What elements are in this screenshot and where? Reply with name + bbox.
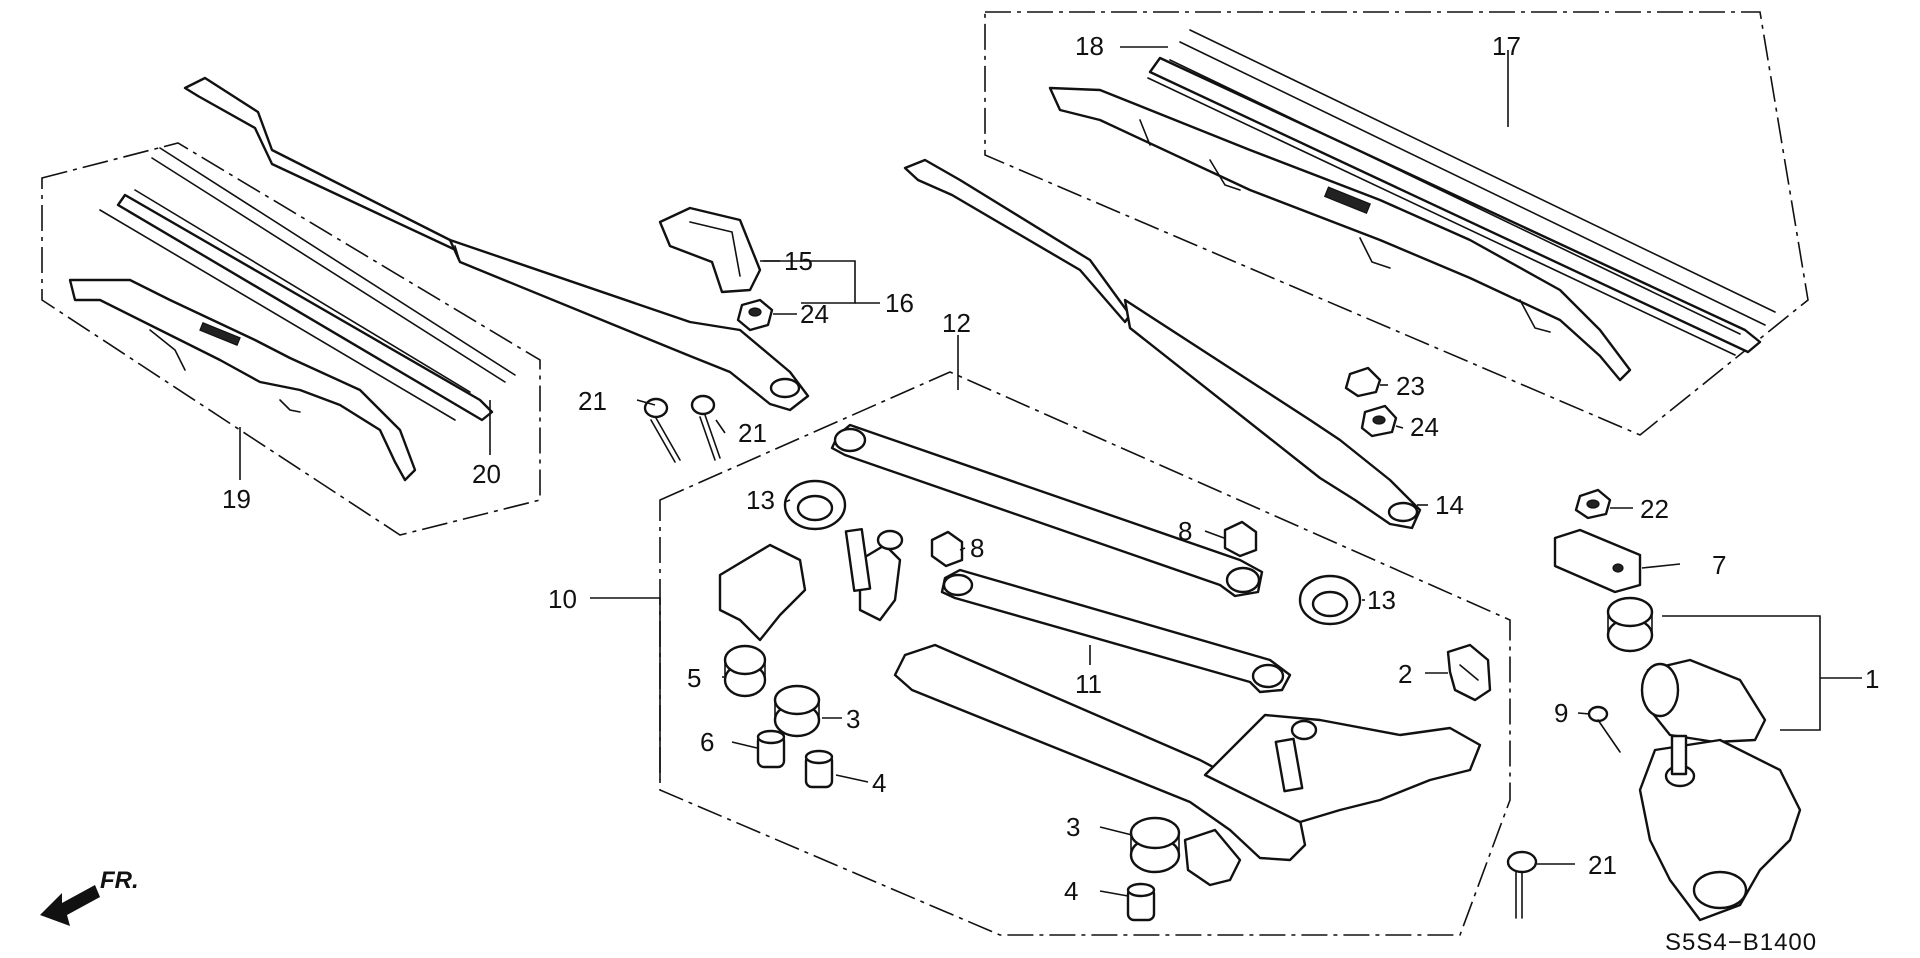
callout-4-right: 4 <box>1064 876 1078 906</box>
callout-24-left: 24 <box>800 299 829 329</box>
callout-14: 14 <box>1435 490 1464 520</box>
bracket-7 <box>1553 528 1642 594</box>
left-wiper-arm <box>183 76 810 412</box>
callout-2: 2 <box>1398 659 1412 689</box>
motor-grommet <box>1606 596 1654 653</box>
leader-lines <box>239 46 1862 897</box>
callout-13-left: 13 <box>746 485 775 515</box>
callout-6: 6 <box>700 727 714 757</box>
collar-6 <box>756 729 786 769</box>
callout-18: 18 <box>1075 31 1104 61</box>
grommet-13-left <box>783 479 847 531</box>
right-wiper-blade <box>1048 29 1776 382</box>
callouts: 1 2 3 3 4 4 5 6 7 8 8 9 10 11 12 13 13 1… <box>222 31 1879 906</box>
cushion-2 <box>1446 643 1492 702</box>
left-blade-group-outline <box>41 142 541 536</box>
linkage-group-outline <box>659 371 1511 936</box>
group-outlines <box>41 11 1809 936</box>
callout-15: 15 <box>784 246 813 276</box>
callout-17: 17 <box>1492 31 1521 61</box>
callout-4-left: 4 <box>872 768 886 798</box>
callout-16: 16 <box>885 288 914 318</box>
callout-7: 7 <box>1712 550 1726 580</box>
bushing-3-left <box>773 684 821 738</box>
callout-8-right: 8 <box>1178 516 1192 546</box>
nut-8-left <box>930 530 964 568</box>
link-rod-12 <box>830 423 1264 598</box>
left-wiper-blade <box>68 147 516 482</box>
bushing-3-right <box>1129 816 1181 874</box>
callout-8-left: 8 <box>970 533 984 563</box>
front-direction-label: FR. <box>100 867 139 894</box>
bushing-5 <box>723 644 767 698</box>
callout-22: 22 <box>1640 494 1669 524</box>
right-blade-group-outline <box>984 11 1809 436</box>
callout-12: 12 <box>942 308 971 338</box>
callout-21-c: 21 <box>1588 850 1617 880</box>
link-rod-11 <box>940 568 1292 694</box>
callout-11: 11 <box>1075 669 1102 699</box>
bolt-21-b <box>690 394 721 461</box>
callout-23: 23 <box>1396 371 1425 401</box>
left-arm-nut <box>736 298 774 332</box>
collar-4-right <box>1126 882 1156 922</box>
callout-21-a: 21 <box>578 386 607 416</box>
bolt-9 <box>1587 705 1621 753</box>
bolt-21-a <box>643 397 681 463</box>
callout-3-right: 3 <box>1066 812 1080 842</box>
nut-22 <box>1574 488 1612 520</box>
wiper-motor <box>1638 658 1802 922</box>
callout-10: 10 <box>548 584 577 614</box>
front-direction-arrow: FR. <box>40 867 139 926</box>
callout-5: 5 <box>687 663 701 693</box>
callout-1: 1 <box>1865 664 1879 694</box>
grommet-13-right <box>1298 574 1362 626</box>
callout-24-right: 24 <box>1410 412 1439 442</box>
callout-20: 20 <box>472 459 501 489</box>
callout-9: 9 <box>1554 698 1568 728</box>
callout-13-right: 13 <box>1367 585 1396 615</box>
callout-21-b: 21 <box>738 418 767 448</box>
callout-3-left: 3 <box>846 704 860 734</box>
right-arm-cap-nut <box>1344 366 1398 438</box>
collar-4-left <box>804 749 834 789</box>
left-arm-cap <box>658 206 762 294</box>
linkage-frame <box>718 527 1482 887</box>
bolt-21-c <box>1506 850 1538 919</box>
diagram-code: S5S4−B1400 <box>1665 929 1817 956</box>
callout-19: 19 <box>222 484 251 514</box>
right-wiper-arm <box>903 158 1422 530</box>
nut-8-right <box>1223 520 1258 558</box>
